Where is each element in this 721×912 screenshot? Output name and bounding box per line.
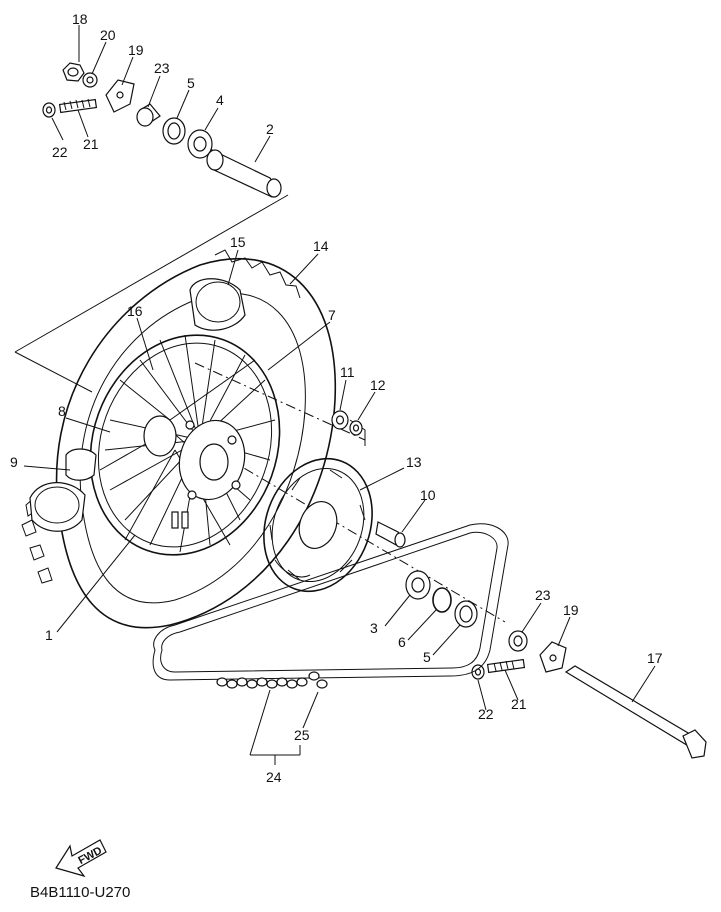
tire-7 — [21, 249, 337, 629]
callout-22: 22 — [52, 144, 68, 160]
callout-5: 5 — [187, 75, 195, 91]
chain-links — [216, 677, 308, 689]
callout-2: 2 — [266, 121, 274, 137]
callout-9: 9 — [10, 454, 18, 470]
upper-axle-parts — [42, 62, 282, 198]
fwd-arrow-icon: FWD — [55, 839, 107, 878]
callout-11: 11 — [340, 364, 355, 380]
spacer-2 — [206, 148, 282, 198]
callout-5-lower: 5 — [423, 649, 431, 665]
master-link-25 — [308, 671, 328, 689]
wheel-axle-17 — [564, 665, 707, 759]
guide-line-upper — [14, 194, 289, 353]
circlip-6 — [432, 587, 452, 613]
oil-seal-5-upper — [162, 117, 186, 145]
axle-centerline-lower — [209, 447, 506, 623]
leader-lines — [23, 25, 656, 765]
adjust-bolt-21-lower — [486, 658, 526, 674]
rim-lock-studs — [171, 511, 189, 529]
callout-19-lower: 19 — [563, 602, 579, 618]
bearing-3 — [405, 570, 431, 600]
callout-24: 24 — [266, 769, 282, 785]
callout-23: 23 — [154, 60, 170, 76]
rear-wheel-assembly — [21, 249, 337, 629]
bearing-4 — [187, 129, 213, 159]
callout-20: 20 — [100, 27, 116, 43]
lower-axle-parts — [405, 570, 707, 759]
callout-21: 21 — [83, 136, 99, 152]
sprocket-13 — [263, 457, 373, 593]
axle-nut-18 — [62, 62, 85, 82]
assembly-guide-lines — [14, 194, 506, 623]
callout-21-lower: 21 — [511, 696, 527, 712]
sprocket-bolt-10 — [375, 521, 406, 548]
chain-puller-19-lower — [539, 641, 567, 673]
sprocket-nut-11 — [331, 410, 349, 430]
diagram-code: B4B1110-U270 — [30, 884, 130, 901]
callout-4: 4 — [216, 92, 224, 108]
hub-1 — [143, 415, 246, 501]
adjust-bolt-21 — [58, 98, 98, 114]
collar-23-upper — [136, 103, 161, 127]
callout-7: 7 — [328, 307, 336, 323]
oil-seal-5-lower — [454, 600, 478, 628]
callout-15: 15 — [230, 234, 246, 250]
callout-8: 8 — [58, 403, 66, 419]
callout-22-lower: 22 — [478, 706, 494, 722]
chain-puller-19 — [105, 79, 135, 113]
callout-labels: 18 20 19 23 5 4 2 22 21 15 14 16 7 11 12… — [10, 11, 663, 785]
callout-10: 10 — [420, 487, 436, 503]
fwd-label: FWD — [76, 845, 104, 867]
collar-23-lower — [508, 630, 528, 652]
callout-17: 17 — [647, 650, 663, 666]
callout-3: 3 — [370, 620, 378, 636]
callout-6: 6 — [398, 634, 406, 650]
callout-13: 13 — [406, 454, 422, 470]
guide-line-lower — [14, 351, 93, 393]
callout-16: 16 — [127, 303, 143, 319]
rim-band-15 — [189, 278, 246, 331]
callout-1: 1 — [45, 627, 53, 643]
washer-12 — [349, 420, 363, 436]
rim-8 — [89, 334, 281, 556]
drive-chain-24 — [152, 523, 509, 689]
callout-25: 25 — [294, 727, 310, 743]
locknut-22 — [42, 102, 56, 118]
callout-18: 18 — [72, 11, 88, 27]
tube-9 — [29, 448, 97, 532]
callout-19: 19 — [128, 42, 144, 58]
callout-23-lower: 23 — [535, 587, 551, 603]
callout-14: 14 — [313, 238, 329, 254]
washer-20 — [82, 72, 98, 88]
callout-12: 12 — [370, 377, 386, 393]
